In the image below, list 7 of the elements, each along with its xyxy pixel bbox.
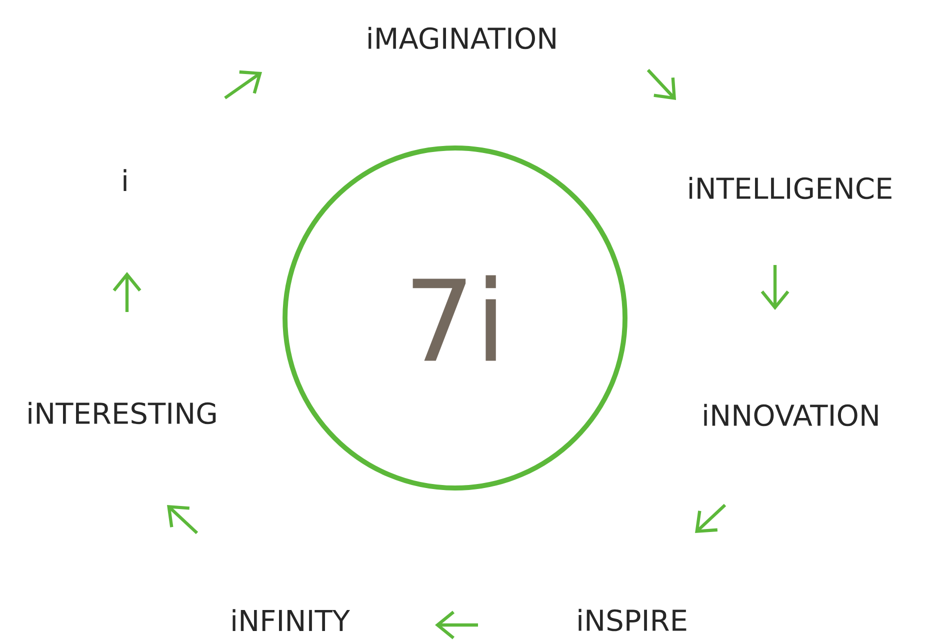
node-label: iNTERESTING (28, 402, 216, 424)
node-label: iMAGINATION (368, 26, 556, 50)
node-label: i (124, 169, 126, 191)
node-label: iNTELLIGENCE (690, 176, 892, 200)
node-label: iNSPIRE (578, 608, 686, 632)
node-label: iNFINITY (232, 609, 350, 631)
node-label: iNNOVATION (704, 404, 878, 426)
